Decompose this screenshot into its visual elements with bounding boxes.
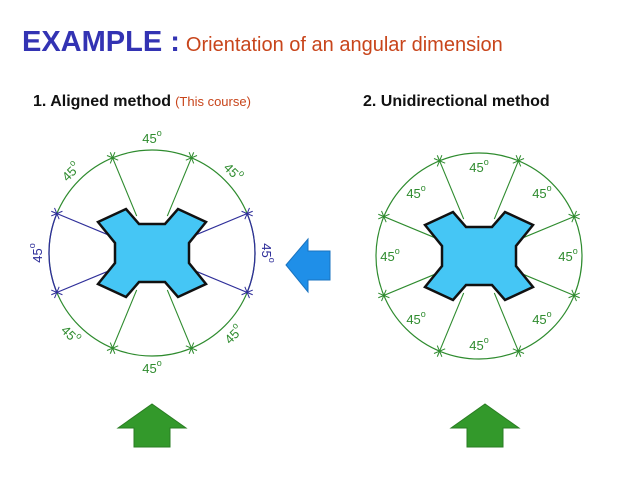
angle-value: 45 [406, 311, 420, 326]
angle-label: 45o [58, 320, 84, 346]
angle-unit: o [27, 243, 37, 248]
angle-unit: o [547, 309, 552, 319]
extension-line [515, 270, 580, 299]
dimension-arrowhead [433, 348, 446, 354]
dimension-arrowhead [106, 345, 119, 351]
angle-unit: o [547, 183, 552, 193]
angle-unit: o [67, 158, 78, 169]
angle-value: 45 [30, 248, 45, 262]
angle-label: 45o [27, 243, 45, 262]
dimension-arrowhead [436, 155, 443, 167]
dimension-arc-left [48, 213, 58, 293]
angle-label: 45o [469, 335, 488, 353]
angle-value: 45 [532, 311, 546, 326]
dimension-arrowhead [512, 158, 525, 164]
angle-value: 45 [532, 186, 546, 201]
extension-line [378, 270, 443, 299]
extension-line [188, 210, 253, 239]
angle-unit: o [157, 128, 162, 138]
extension-line [493, 155, 522, 220]
extension-line [166, 289, 195, 354]
angle-unit: o [237, 168, 248, 179]
angle-label: 45o [406, 309, 425, 327]
angle-value: 45 [469, 338, 483, 353]
angle-value: 45 [260, 243, 275, 257]
aligned-method-note: (This course) [175, 94, 251, 109]
dimension-arrowhead [568, 213, 580, 220]
dimension-arrowhead [185, 155, 198, 161]
angle-label: 45o [558, 246, 577, 264]
dimension-arrowhead [571, 289, 577, 302]
angle-value: 45 [558, 249, 572, 264]
angle-unit: o [395, 246, 400, 256]
angle-label: 45o [469, 157, 488, 175]
extension-line [436, 292, 465, 357]
angle-label: 45o [219, 320, 245, 346]
cross-shaped-part [96, 207, 208, 299]
angle-unit: o [484, 157, 489, 167]
angle-value: 45 [380, 249, 394, 264]
extension-line [493, 292, 522, 357]
cross-shaped-part [423, 210, 535, 302]
angle-value: 45 [406, 186, 420, 201]
unidirectional-method-label: 2. Unidirectional method [363, 93, 550, 110]
angle-label: 45o [380, 246, 399, 264]
angle-label: 45o [221, 158, 247, 184]
extension-line [188, 267, 253, 296]
extension-line [378, 213, 443, 242]
angle-label: 45o [260, 243, 278, 262]
dimension-arrowhead [109, 152, 116, 164]
extension-line [436, 155, 465, 220]
extension-line [109, 289, 138, 354]
dimension-arrowhead [378, 292, 390, 299]
green-up-arrow-icon [116, 403, 188, 448]
angle-unit: o [230, 320, 241, 331]
aligned-method-label: 1. Aligned method [33, 93, 172, 110]
angle-unit: o [421, 183, 426, 193]
extension-line [109, 152, 138, 217]
unidirectional-method-heading: 2. Unidirectional method [363, 93, 550, 111]
dimension-arrowhead [381, 210, 387, 223]
angle-label: 45o [532, 309, 551, 327]
extension-line [166, 152, 195, 217]
green-up-arrow-icon [449, 403, 521, 448]
angle-value: 45 [469, 160, 483, 175]
angle-label: 45o [57, 158, 83, 184]
title-subtitle: Orientation of an angular dimension [185, 34, 503, 56]
angle-unit: o [421, 309, 426, 319]
extension-line [51, 210, 116, 239]
angle-unit: o [484, 335, 489, 345]
angle-unit: o [74, 331, 85, 342]
dimension-arc-right [246, 213, 256, 293]
angle-value: 45 [142, 131, 156, 146]
angle-value: 45 [142, 361, 156, 376]
slide-title: EXAMPLE :Orientation of an angular dimen… [22, 26, 503, 59]
angle-unit: o [157, 358, 162, 368]
aligned-method-heading: 1. Aligned method(This course) [33, 93, 251, 111]
angle-label: 45o [406, 183, 425, 201]
angle-label: 45o [142, 128, 161, 146]
extension-line [51, 267, 116, 296]
title-main: EXAMPLE : [22, 26, 180, 58]
dimension-arc-circle [375, 152, 583, 360]
angle-unit: o [573, 246, 578, 256]
dimension-arrowhead [515, 345, 522, 357]
angle-label: 45o [142, 358, 161, 376]
blue-left-arrow-icon [285, 237, 331, 294]
dimension-arrowhead [188, 342, 195, 354]
angle-unit: o [267, 258, 277, 263]
extension-line [515, 213, 580, 242]
angle-label: 45o [532, 183, 551, 201]
